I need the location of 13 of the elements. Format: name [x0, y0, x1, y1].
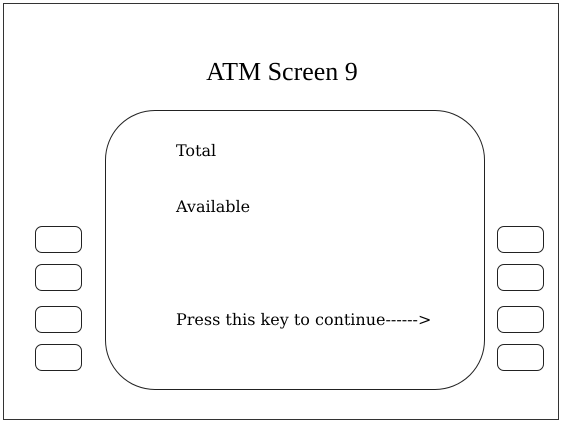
screen-label: Available [176, 197, 250, 216]
key-button [497, 306, 544, 333]
title: ATM Screen 9 [205, 57, 359, 87]
key-button [497, 344, 544, 371]
instruction-text: Press this key to continue------> [176, 310, 432, 329]
key-button [35, 306, 82, 333]
key-button [497, 226, 544, 253]
key-button [35, 344, 82, 371]
screen-label: Total [176, 141, 216, 160]
screen-panel [105, 110, 485, 390]
key-button [35, 226, 82, 253]
key-button [35, 264, 82, 291]
key-button [497, 264, 544, 291]
